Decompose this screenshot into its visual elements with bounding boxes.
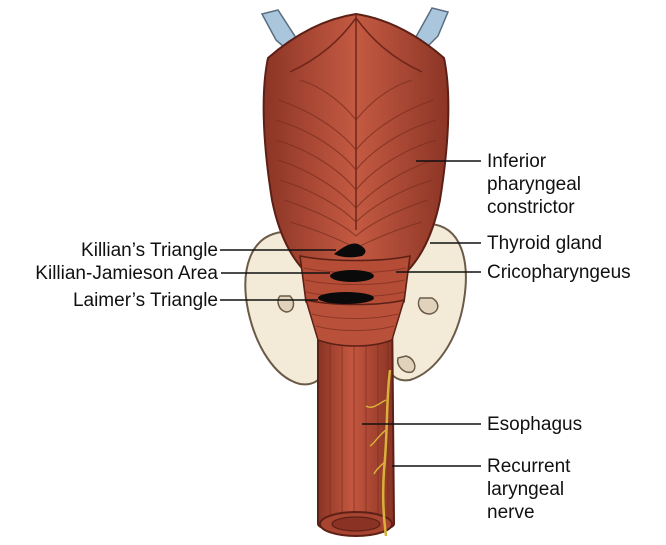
label-inferior-constrictor-line2: pharyngeal (487, 173, 581, 196)
label-inferior-constrictor-line1: Inferior (487, 150, 581, 173)
killian-jamieson-opening (330, 270, 374, 282)
laimers-triangle-opening (318, 292, 374, 304)
lower-pharynx-funnel (306, 300, 404, 346)
esophagus-lumen (332, 517, 380, 531)
right-thyroid-nodule-1 (418, 298, 437, 314)
label-recurrent-nerve: Recurrent laryngeal nerve (487, 455, 570, 524)
label-esophagus: Esophagus (487, 413, 582, 436)
label-recurrent-nerve-line3: nerve (487, 501, 570, 524)
label-cricopharyngeus: Cricopharyngeus (487, 261, 631, 284)
label-recurrent-nerve-line2: laryngeal (487, 478, 570, 501)
label-killians-triangle: Killian’s Triangle (81, 239, 218, 262)
label-inferior-constrictor: Inferior pharyngeal constrictor (487, 150, 581, 219)
label-inferior-constrictor-line3: constrictor (487, 196, 581, 219)
label-thyroid-gland: Thyroid gland (487, 232, 602, 255)
label-killian-jamieson-area: Killian-Jamieson Area (35, 262, 218, 285)
label-laimers-triangle: Laimer’s Triangle (73, 289, 218, 312)
label-recurrent-nerve-line1: Recurrent (487, 455, 570, 478)
